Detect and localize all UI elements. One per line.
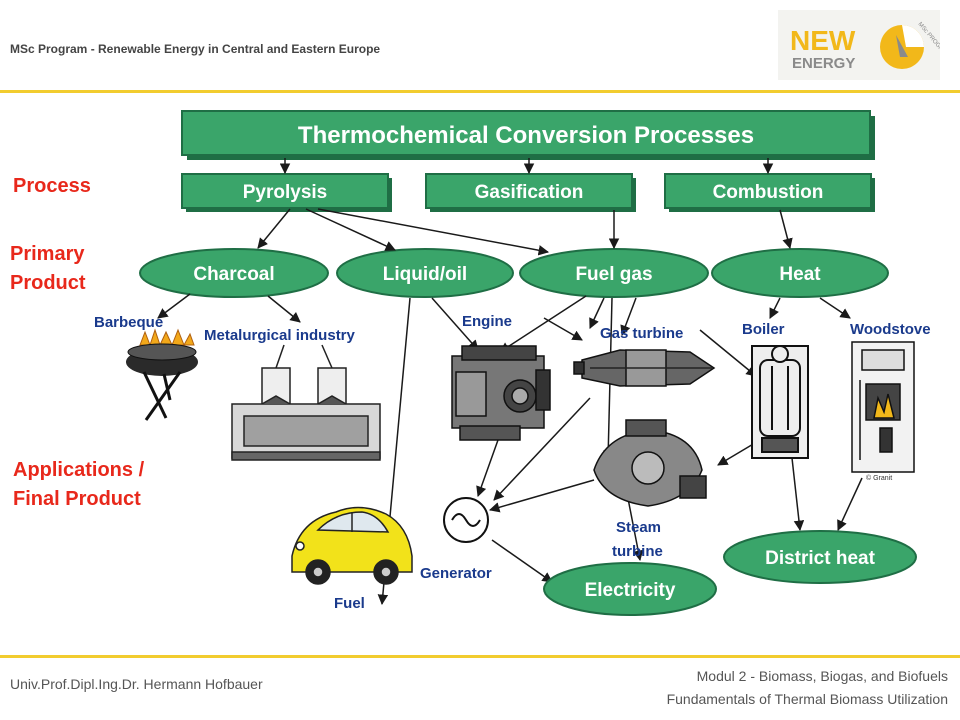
footer-module: Modul 2 - Biomass, Biogas, and Biofuels xyxy=(696,668,948,684)
label-primary-line1: Primary xyxy=(10,243,85,265)
generator-symbol xyxy=(443,497,489,543)
metallurgical-furnace-illustration xyxy=(231,344,381,461)
label-primary-line2: Product xyxy=(10,272,86,294)
gas-turbine-illustration xyxy=(573,349,716,387)
final-ellipse-electricity: Electricity xyxy=(543,562,717,616)
woodstove-illustration xyxy=(851,341,915,473)
diagram-title: Thermochemical Conversion Processes xyxy=(298,122,754,149)
app-label-barbeque: Barbeque xyxy=(94,314,163,331)
final-ellipse-district-heat: District heat xyxy=(723,530,917,584)
footer-author: Univ.Prof.Dipl.Ing.Dr. Hermann Hofbauer xyxy=(10,676,263,692)
label-process: Process xyxy=(13,175,91,197)
app-label-generator: Generator xyxy=(420,565,492,582)
product-label: Heat xyxy=(779,264,821,285)
app-label-steam: Steam xyxy=(616,519,661,536)
new-energy-logo: NEW ENERGY MSc PROGRAM xyxy=(778,10,940,80)
label-primary-product: Primary Product xyxy=(10,240,86,298)
product-label: Liquid/oil xyxy=(383,264,467,285)
product-ellipse-heat: Heat xyxy=(711,248,889,298)
app-label-metallurgical: Metalurgical industry xyxy=(204,327,356,344)
header-divider xyxy=(0,90,960,93)
process-box-gasification: Gasification xyxy=(425,173,636,212)
app-label-fuel: Fuel xyxy=(334,595,365,612)
logo-text-energy: ENERGY xyxy=(792,55,855,72)
logo-text-new: NEW xyxy=(790,25,856,56)
product-ellipse-fuel-gas: Fuel gas xyxy=(519,248,709,298)
arrows-process-to-product xyxy=(257,208,793,256)
label-applications: Applications / Final Product xyxy=(13,456,144,514)
app-label-engine: Engine xyxy=(462,313,512,330)
app-label-gas-turbine: Gas turbine xyxy=(600,325,683,342)
arrows-title-to-process xyxy=(279,158,774,175)
label-applications-line1: Applications / xyxy=(13,459,145,481)
app-label-turbine: turbine xyxy=(612,543,663,560)
electricity-label: Electricity xyxy=(585,580,676,601)
process-label: Pyrolysis xyxy=(243,182,328,203)
process-label: Gasification xyxy=(475,182,584,203)
boiler-illustration xyxy=(751,345,809,459)
program-title: MSc Program - Renewable Energy in Centra… xyxy=(10,42,381,56)
footer-course: Fundamentals of Thermal Biomass Utilizat… xyxy=(666,691,948,707)
process-box-pyrolysis: Pyrolysis xyxy=(181,173,392,212)
copyright-note: © Granit xyxy=(866,474,892,482)
car-illustration xyxy=(291,506,413,585)
engine-illustration xyxy=(451,345,551,441)
title-box: Thermochemical Conversion Processes xyxy=(181,110,875,160)
product-ellipse-charcoal: Charcoal xyxy=(139,248,329,298)
app-label-boiler: Boiler xyxy=(742,321,785,338)
process-label: Combustion xyxy=(713,182,824,203)
district-heat-label: District heat xyxy=(765,548,875,569)
footer-divider xyxy=(0,655,960,658)
process-box-combustion: Combustion xyxy=(664,173,875,212)
product-label: Fuel gas xyxy=(575,264,652,285)
barbeque-illustration xyxy=(126,328,198,421)
app-label-woodstove: Woodstove xyxy=(850,321,931,338)
product-label: Charcoal xyxy=(193,264,274,285)
product-ellipse-liquid-oil: Liquid/oil xyxy=(336,248,514,298)
label-applications-line2: Final Product xyxy=(13,488,141,510)
steam-turbine-illustration xyxy=(593,419,707,507)
